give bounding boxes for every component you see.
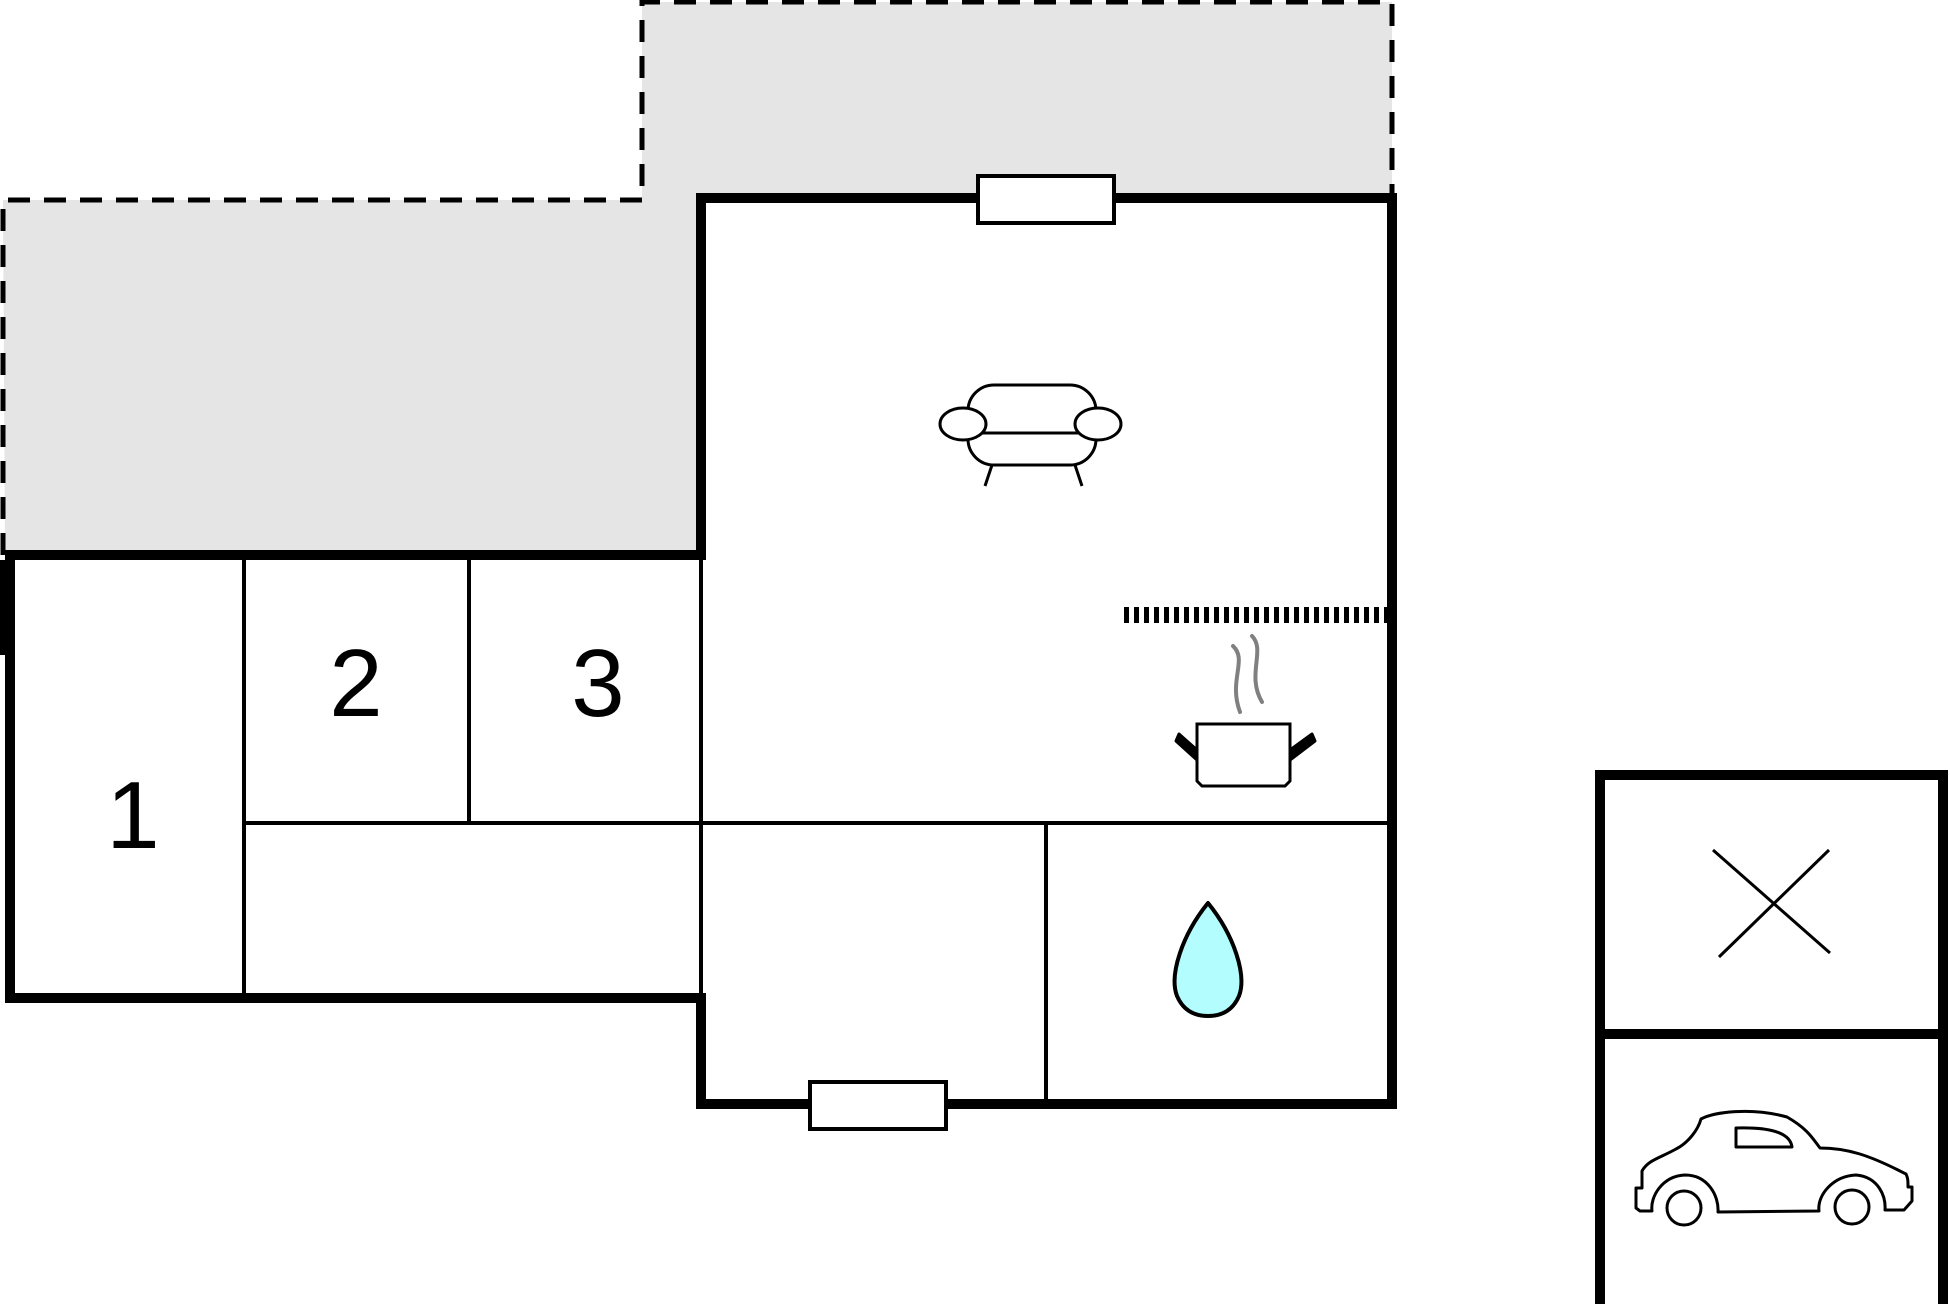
car-icon [1634,1109,1914,1227]
interior-walls [242,555,1392,1104]
room-label-1: 1 [106,762,159,869]
room-label-3: 3 [571,630,624,737]
window-top [976,174,1116,225]
room-label-2: 2 [329,630,382,737]
sofa-icon [938,383,1123,487]
garage-wall [1595,770,1948,1304]
terrace-dashed-border [0,0,1395,555]
cross-icon [1712,848,1831,959]
cooking-pot-icon [1174,634,1317,788]
window-bottom [808,1080,948,1131]
water-drop-icon [1172,901,1244,1018]
